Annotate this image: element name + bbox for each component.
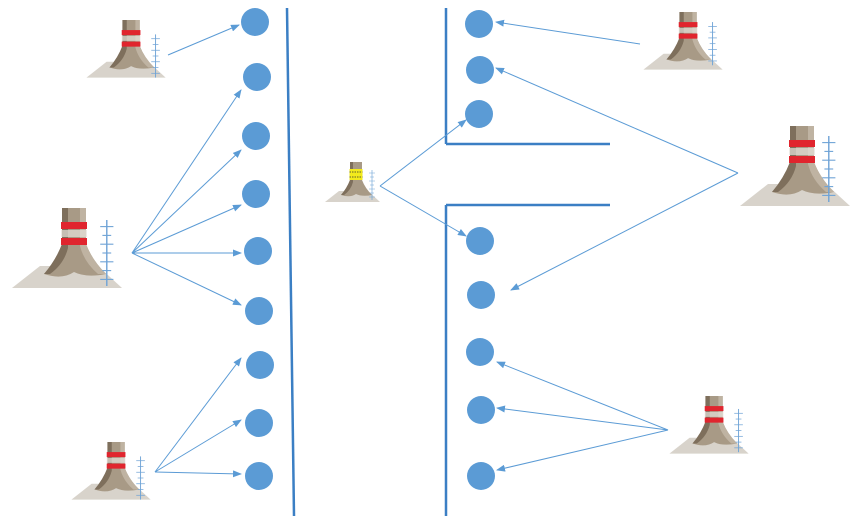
node-circle bbox=[467, 396, 495, 424]
arrow bbox=[496, 361, 669, 431]
arrow bbox=[379, 119, 467, 187]
tree-stump-yellow-icon bbox=[325, 162, 380, 202]
tree-stump-icon bbox=[71, 442, 151, 501]
arrow bbox=[131, 149, 242, 254]
left-wall-line bbox=[285, 7, 296, 517]
node-circle bbox=[243, 63, 271, 91]
arrow bbox=[131, 204, 242, 254]
node-circle bbox=[244, 237, 272, 265]
arrow bbox=[495, 67, 739, 174]
tree-stump-icon bbox=[643, 12, 723, 70]
arrow bbox=[167, 24, 240, 56]
node-circle bbox=[242, 180, 270, 208]
tree-stump-icon bbox=[669, 396, 749, 454]
tree-stump-icon bbox=[12, 208, 122, 288]
node-circle bbox=[245, 409, 273, 437]
node-circle bbox=[466, 227, 494, 255]
arrow bbox=[131, 89, 242, 254]
arrow bbox=[496, 405, 669, 431]
arrow bbox=[495, 19, 641, 45]
tree-stump-icon bbox=[740, 126, 850, 206]
node-circle bbox=[245, 297, 273, 325]
node-circle bbox=[241, 8, 269, 36]
arrow bbox=[510, 172, 739, 291]
node-circle bbox=[467, 462, 495, 490]
node-circle bbox=[467, 281, 495, 309]
node-circle bbox=[465, 100, 493, 128]
arrows bbox=[131, 19, 739, 478]
tree-stump-icon bbox=[86, 20, 166, 79]
node-circle bbox=[246, 351, 274, 379]
node-circle bbox=[466, 56, 494, 84]
arrow bbox=[154, 357, 242, 473]
arrow bbox=[379, 185, 467, 237]
arrow bbox=[154, 470, 242, 478]
node-circle bbox=[242, 122, 270, 150]
structure-lines bbox=[285, 7, 610, 517]
node-circle bbox=[245, 462, 273, 490]
arrow bbox=[131, 252, 242, 306]
left-circles bbox=[241, 8, 274, 490]
node-circle bbox=[466, 338, 494, 366]
right-circles bbox=[465, 10, 495, 490]
node-circle bbox=[465, 10, 493, 38]
arrow bbox=[496, 429, 669, 472]
arrow bbox=[154, 419, 242, 473]
